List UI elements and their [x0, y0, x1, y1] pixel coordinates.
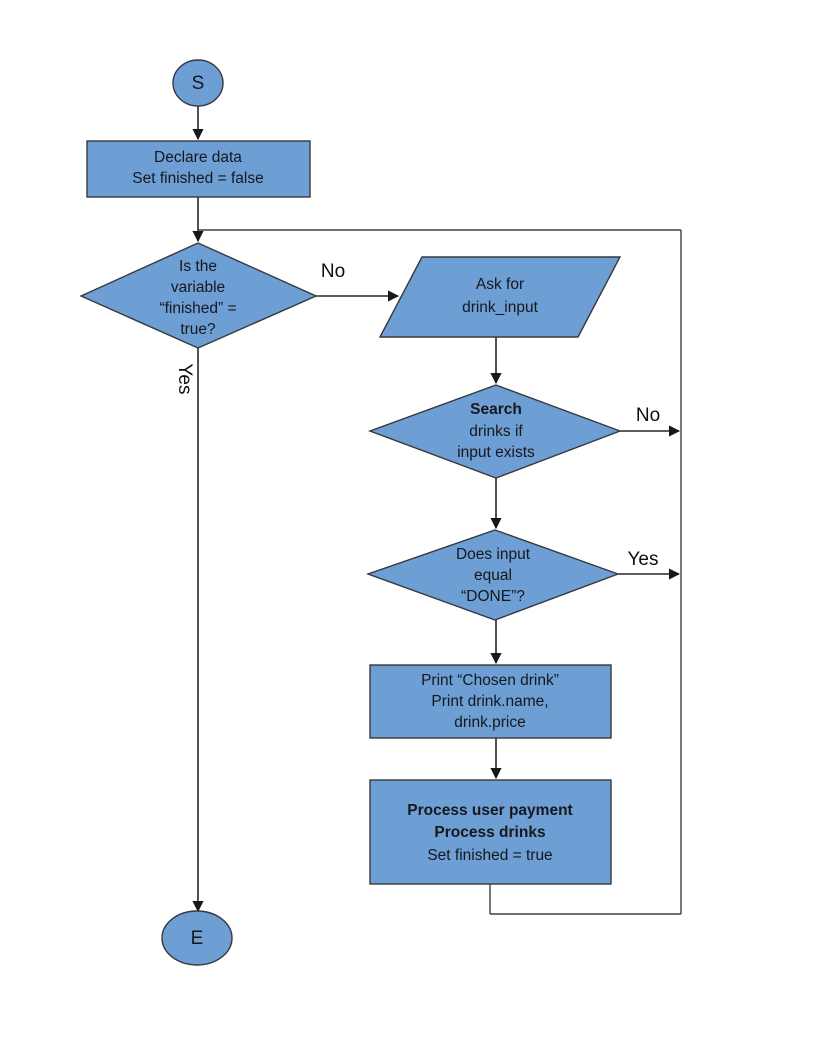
node-declare-line-1: Declare data — [154, 149, 242, 166]
node-declare-line-2: Set finished = false — [132, 170, 263, 187]
node-ask-line-1: Ask for — [476, 276, 524, 293]
node-check-finished-line-3: “finished” = — [159, 300, 236, 317]
edge-label-done-yes: Yes — [628, 549, 659, 570]
node-declare-data[interactable] — [86, 140, 311, 198]
node-check-finished-line-1: Is the — [179, 258, 217, 275]
node-process-payment[interactable] — [369, 779, 612, 885]
edge-label-search-no: No — [636, 405, 660, 426]
node-print-line-2: Print drink.name, — [431, 693, 548, 710]
node-search-line-2: drinks if — [469, 423, 523, 440]
node-search-drinks[interactable] — [367, 384, 622, 479]
node-check-done-line-2: equal — [474, 567, 512, 584]
node-process-line-1: Process user payment — [407, 802, 572, 819]
node-ask-drink-input[interactable] — [378, 256, 622, 338]
node-search-line-3: input exists — [457, 444, 535, 461]
edge-label-finished-no: No — [321, 261, 345, 282]
node-check-finished-line-4: true? — [180, 321, 216, 338]
node-ask-line-2: drink_input — [462, 299, 539, 316]
node-end[interactable] — [161, 910, 233, 966]
node-search-line-1: Search — [470, 401, 522, 418]
node-check-done-line-3: “DONE”? — [461, 588, 525, 605]
node-check-done-line-1: Does input — [456, 546, 531, 563]
node-print-drink[interactable] — [369, 664, 612, 739]
edge-label-finished-yes: Yes — [174, 364, 195, 395]
node-print-line-3: drink.price — [454, 714, 526, 731]
node-check-finished-line-2: variable — [171, 279, 225, 296]
node-check-done[interactable] — [365, 529, 621, 621]
node-process-line-2: Process drinks — [434, 824, 545, 841]
node-check-finished[interactable] — [79, 242, 318, 349]
node-start-label: S — [192, 73, 205, 94]
node-process-line-3: Set finished = true — [427, 847, 552, 864]
node-start[interactable] — [172, 59, 224, 107]
node-end-label: E — [191, 928, 204, 949]
node-print-line-1: Print “Chosen drink” — [421, 672, 559, 689]
